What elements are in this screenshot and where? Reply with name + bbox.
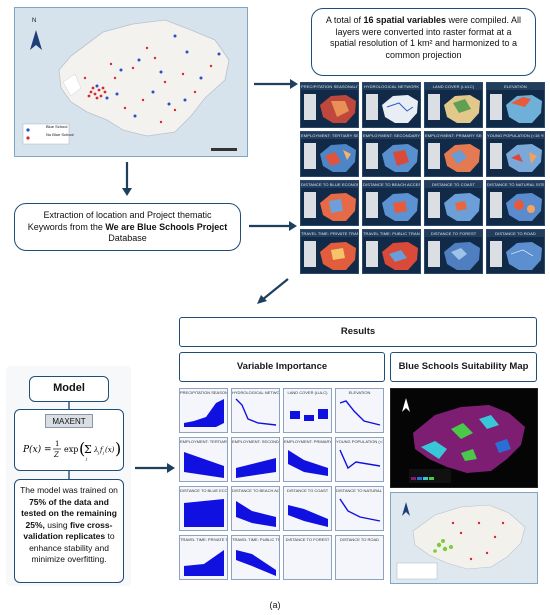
variable-importance-header: Variable Importance [179, 352, 385, 382]
results-header: Results [179, 317, 537, 347]
svg-text:Z: Z [53, 451, 59, 459]
maxent-formula: P(x) = 1 Z exp ( Σ j λ j f j (x) ) [22, 439, 121, 461]
svg-text:(: ( [79, 439, 85, 458]
suitability-map [390, 388, 538, 488]
arrow-to-variables [254, 79, 298, 89]
variable-map: EMPLOYMENT: PRIMARY SECTOR [424, 131, 483, 177]
variable-map: DISTANCE TO BLUE ECONOMY SITES [300, 180, 359, 226]
spatial-line-2: layers were converted into raster format… [335, 26, 512, 37]
variable-map: TRAVEL TIME: PRIVATE TRANSPORT [300, 229, 359, 274]
variable-map: LAND COVER (LULC) [424, 82, 483, 128]
figure-caption: (a) [269, 600, 281, 610]
response-curve: LAND COVER (LULC) [283, 388, 332, 433]
variable-map: ELEVATION [486, 82, 545, 128]
spatial-line-1: A total of 16 spatial variables were com… [325, 15, 522, 25]
arrow-to-results [257, 278, 289, 304]
svg-text:λ: λ [93, 446, 98, 454]
north-arrow-icon [28, 28, 44, 52]
response-curve: EMPLOYMENT: TERTIARY SECTOR [179, 437, 228, 482]
response-curve: EMPLOYMENT: PRIMARY SECTOR [283, 437, 332, 482]
variable-map: DISTANCE TO COAST [424, 180, 483, 226]
arrow-model-to-results [135, 463, 175, 473]
response-curve: TRAVEL TIME: PUBLIC TRANSPORT [231, 535, 280, 580]
response-curve: YOUNG POPULATION (<15 YEARS) [335, 437, 384, 482]
spatial-line-4: common projection [385, 49, 462, 60]
north-arrow-icon [401, 501, 411, 517]
svg-text:j: j [97, 450, 100, 455]
response-curve: DISTANCE TO FOREST [283, 535, 332, 580]
connector-model [68, 402, 70, 410]
variable-map: EMPLOYMENT: TERTIARY SECTOR [300, 131, 359, 177]
response-curve: DISTANCE TO BLUE ECONOMY SITES [179, 486, 228, 531]
svg-text:j: j [102, 450, 105, 455]
spatial-variables-box: A total of 16 spatial variables were com… [311, 8, 536, 76]
svg-text:): ) [115, 439, 121, 458]
extraction-line-2: Keywords from the We are Blue Schools Pr… [27, 221, 228, 232]
response-curve: EMPLOYMENT: SECONDARY SECTOR [231, 437, 280, 482]
suitability-map-header: Blue Schools Suitability Map [390, 352, 537, 382]
response-curve: ELEVATION [335, 388, 384, 433]
variable-map: PRECIPITATION SEASONALITY [300, 82, 359, 128]
svg-text:exp: exp [64, 445, 78, 454]
variable-map: DISTANCE TO BEACH ACCESSES [362, 180, 421, 226]
svg-text:j: j [85, 456, 88, 461]
svg-text:Σ: Σ [84, 443, 92, 456]
response-curve: DISTANCE TO COAST [283, 486, 332, 531]
response-curve: DISTANCE TO BEACH ACCESSES [231, 486, 280, 531]
suitability-points-map [390, 492, 538, 584]
connector-maxent [68, 471, 70, 479]
no-blue-school-points [83, 46, 213, 124]
variable-map: DISTANCE TO ROAD [486, 229, 545, 274]
arrow-extraction-to-variables [249, 221, 297, 231]
variable-map: HYDROLOGICAL NETWORK [362, 82, 421, 128]
response-curve: PRECIPITATION SEASONALITY [179, 388, 228, 433]
response-curve: DISTANCE TO NATURAL SITES [335, 486, 384, 531]
maxent-label: MAXENT [45, 414, 93, 428]
spatial-line-3: spatial resolution of 1 km² and harmoniz… [329, 38, 518, 48]
response-curve: DISTANCE TO ROAD [335, 535, 384, 580]
blue-schools-location-map: N Blue School No Blue School [14, 7, 248, 157]
svg-text:f: f [99, 446, 104, 454]
island-map-graphic [15, 8, 247, 156]
north-label: N [32, 18, 37, 24]
blue-school-points [95, 34, 221, 118]
svg-text:1: 1 [55, 440, 59, 448]
model-description: The model was trained on 75% of the data… [14, 479, 124, 583]
variable-map: YOUNG POPULATION (<15 YEARS) [486, 131, 545, 177]
north-arrow-icon [401, 397, 411, 413]
variable-map: DISTANCE TO FOREST [424, 229, 483, 274]
variable-maps-grid: PRECIPITATION SEASONALITY HYDROLOGICAL N… [300, 82, 546, 274]
extraction-line-1: Extraction of location and Project thema… [43, 210, 212, 220]
model-title: Model [29, 376, 109, 402]
svg-text:P(x) =: P(x) = [22, 444, 52, 455]
variable-map: DISTANCE TO NATURAL SITES [486, 180, 545, 226]
maxent-box: MAXENT P(x) = 1 Z exp ( Σ j λ j f j (x) … [14, 409, 124, 471]
response-curve: TRAVEL TIME: PRIVATE TRANSPORT [179, 535, 228, 580]
extraction-box: Extraction of location and Project thema… [14, 203, 241, 251]
response-curve: HYDROLOGICAL NETWORK [231, 388, 280, 433]
response-curves-grid: PRECIPITATION SEASONALITY HYDROLOGICAL N… [179, 388, 385, 582]
arrow-to-extraction [122, 162, 132, 196]
legend-blue-school: Blue School [46, 124, 68, 129]
svg-text:(x): (x) [105, 446, 115, 454]
variable-map: EMPLOYMENT: SECONDARY SECTOR [362, 131, 421, 177]
variable-map: TRAVEL TIME: PUBLIC TRANSPORT [362, 229, 421, 274]
legend-no-blue-school: No Blue School [46, 132, 74, 137]
extraction-line-3: Database [108, 233, 147, 243]
